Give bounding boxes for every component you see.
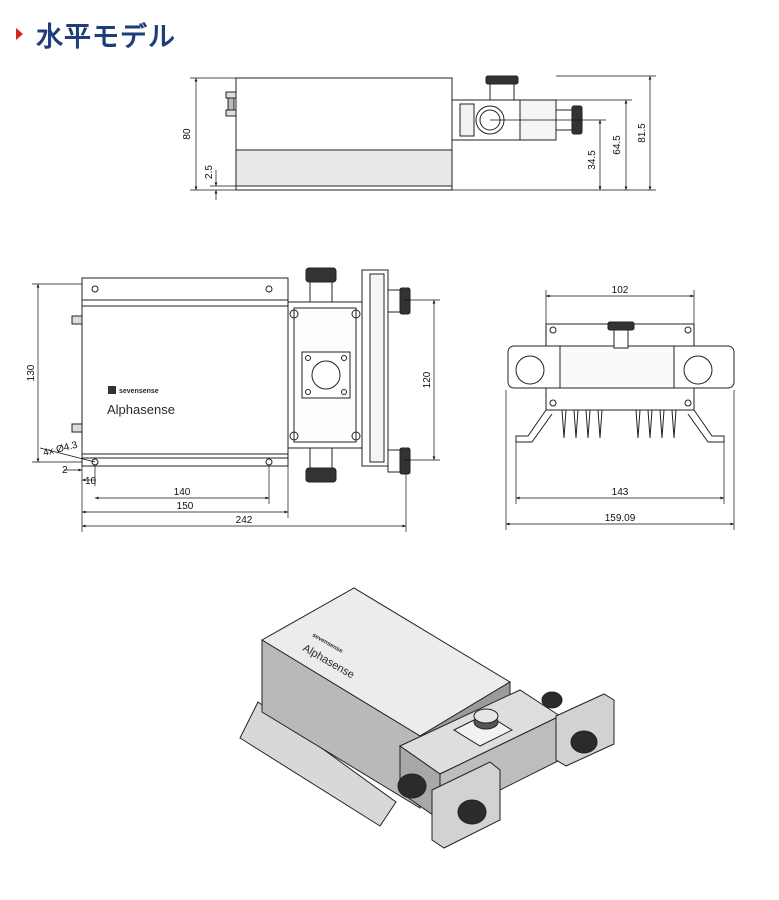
dim-depth: 130 xyxy=(26,364,37,381)
section-title: 水平モデル xyxy=(36,21,176,53)
dim-hole-offset: 10 xyxy=(85,476,97,487)
front-view-dimensions xyxy=(505,290,735,530)
dim-foot-width: 143 xyxy=(612,487,629,498)
section-heading: 水平モデル xyxy=(16,16,176,53)
dim-port-width: 102 xyxy=(612,285,629,296)
dim-hole-spec: 4x Ø4.3 xyxy=(42,440,79,459)
side-view-dimensions xyxy=(190,75,656,200)
dim-base-offset: 2.5 xyxy=(204,165,215,179)
front-view-fins xyxy=(561,409,677,439)
side-view xyxy=(225,75,583,191)
heading-marker-icon xyxy=(16,28,23,40)
top-view xyxy=(71,267,411,483)
dim-port-height: 64.5 xyxy=(612,135,623,155)
dim-base-length: 150 xyxy=(177,501,194,512)
logo-brand: sevensense xyxy=(119,388,159,395)
dim-overall-height: 81.5 xyxy=(637,123,648,143)
front-view xyxy=(507,321,735,443)
dim-edge-offset: 2 xyxy=(62,465,68,476)
dim-overall-length: 242 xyxy=(236,515,253,526)
dim-axis-height: 34.5 xyxy=(587,150,598,170)
dim-port-spacing: 120 xyxy=(422,371,433,388)
logo-product: Alphasense xyxy=(107,402,175,417)
top-view-logo: sevensense Alphasense xyxy=(107,386,175,417)
dim-height-total: 80 xyxy=(182,128,193,140)
isometric-view xyxy=(239,587,615,849)
dim-overall-width: 159.09 xyxy=(605,513,636,524)
dim-hole-pitch: 140 xyxy=(174,487,191,498)
top-view-dimensions xyxy=(32,283,440,532)
